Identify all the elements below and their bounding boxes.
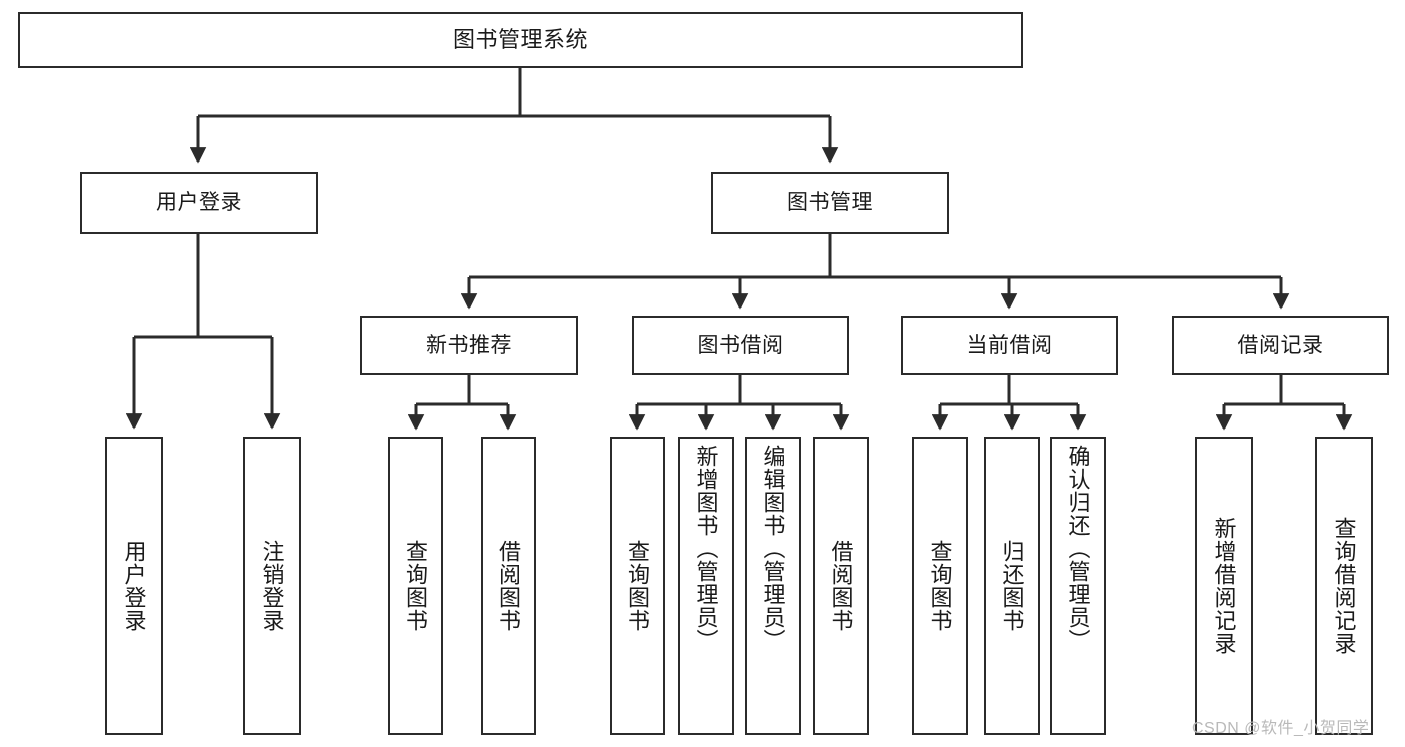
node-book-borrow[interactable]: 图书借阅 (632, 316, 849, 375)
leaf-logout-label: 注销登录 (259, 540, 285, 632)
leaf-query-book-cur-label: 查询图书 (927, 540, 953, 632)
node-user-login[interactable]: 用户登录 (80, 172, 318, 234)
node-root-label: 图书管理系统 (452, 26, 588, 52)
node-book-manage-label: 图书管理 (787, 191, 873, 215)
node-user-login-label: 用户登录 (156, 191, 242, 215)
node-current-borrow-label: 当前借阅 (966, 333, 1053, 357)
node-borrow-record-label: 借阅记录 (1237, 333, 1324, 357)
leaf-borrow-book-rec-label: 借阅图书 (496, 540, 522, 632)
node-current-borrow[interactable]: 当前借阅 (901, 316, 1118, 375)
leaf-add-book-label: 新增图书（管理员） (693, 445, 719, 652)
leaf-user-login-label: 用户登录 (121, 540, 147, 632)
leaf-borrow-book-rec[interactable]: 借阅图书 (481, 437, 536, 735)
leaf-add-record[interactable]: 新增借阅记录 (1195, 437, 1253, 735)
leaf-query-book-cur[interactable]: 查询图书 (912, 437, 968, 735)
node-new-book-rec-label: 新书推荐 (426, 333, 512, 357)
leaf-query-book-rec-label: 查询图书 (403, 540, 429, 632)
leaf-confirm-return-label: 确认归还（管理员） (1065, 445, 1091, 652)
node-book-manage[interactable]: 图书管理 (711, 172, 949, 234)
leaf-user-login[interactable]: 用户登录 (105, 437, 163, 735)
node-borrow-record[interactable]: 借阅记录 (1172, 316, 1389, 375)
leaf-edit-book[interactable]: 编辑图书（管理员） (745, 437, 801, 735)
csdn-watermark: CSDN @软件_小贺同学 (1192, 720, 1370, 737)
leaf-borrow-book[interactable]: 借阅图书 (813, 437, 869, 735)
leaf-query-book-rec[interactable]: 查询图书 (388, 437, 443, 735)
leaf-edit-book-label: 编辑图书（管理员） (760, 445, 786, 652)
leaf-query-book-borrow-label: 查询图书 (625, 540, 651, 632)
node-new-book-rec[interactable]: 新书推荐 (360, 316, 578, 375)
leaf-logout[interactable]: 注销登录 (243, 437, 301, 735)
node-book-borrow-label: 图书借阅 (697, 333, 784, 357)
leaf-borrow-book-label: 借阅图书 (828, 540, 854, 632)
leaf-return-book-label: 归还图书 (999, 540, 1025, 632)
leaf-return-book[interactable]: 归还图书 (984, 437, 1040, 735)
leaf-add-book[interactable]: 新增图书（管理员） (678, 437, 734, 735)
leaf-add-record-label: 新增借阅记录 (1211, 517, 1237, 655)
leaf-query-book-borrow[interactable]: 查询图书 (610, 437, 665, 735)
node-root[interactable]: 图书管理系统 (18, 12, 1023, 68)
leaf-query-record-label: 查询借阅记录 (1331, 517, 1357, 655)
leaf-confirm-return[interactable]: 确认归还（管理员） (1050, 437, 1106, 735)
leaf-query-record[interactable]: 查询借阅记录 (1315, 437, 1373, 735)
